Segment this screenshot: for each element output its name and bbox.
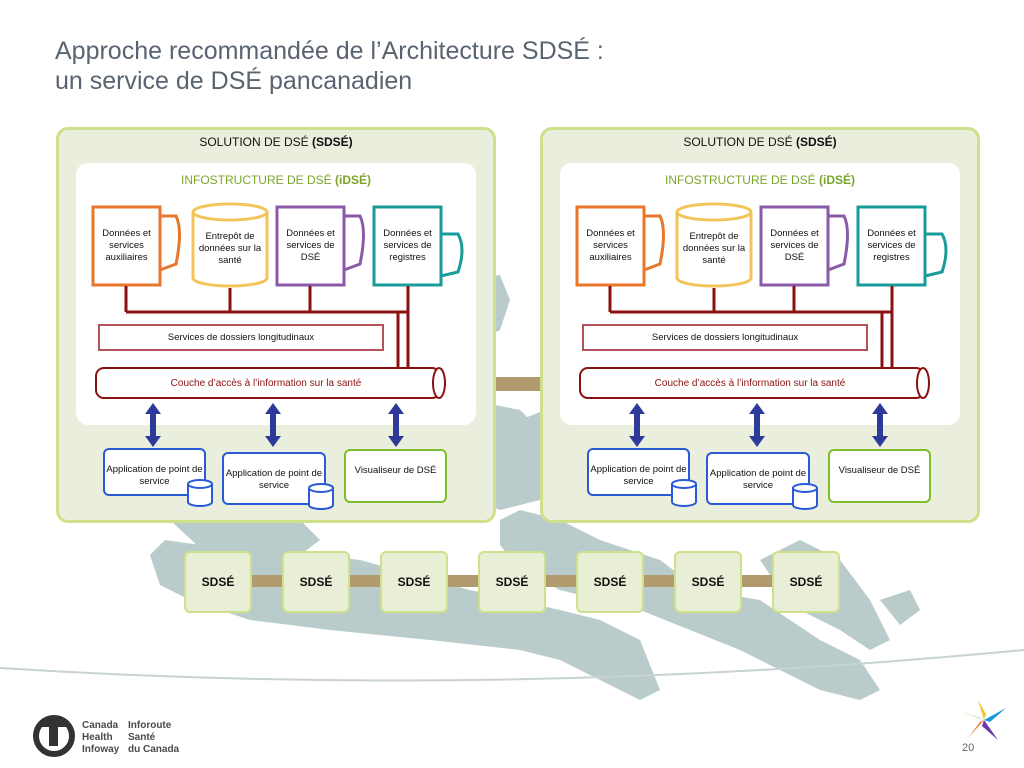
right-connectors bbox=[608, 286, 894, 368]
infra-title-prefix: INFOSTRUCTURE DE DSÉ bbox=[180, 173, 335, 187]
infoway-logo-icon bbox=[33, 715, 75, 757]
page-number: 20 bbox=[962, 742, 975, 754]
sdse-node: SDSÉ bbox=[674, 551, 742, 613]
page-title: Approche recommandée de l’Architecture S… bbox=[55, 36, 955, 96]
app-label: Application de point de service bbox=[106, 464, 203, 487]
logo-en-line: Canada bbox=[82, 720, 119, 731]
left-connectors bbox=[124, 286, 410, 368]
arrow-icon bbox=[265, 403, 281, 447]
arrow-icon bbox=[872, 403, 888, 447]
repo-dse-icon bbox=[759, 205, 849, 287]
logo-fr-line: Inforoute bbox=[128, 720, 172, 731]
logo-en-line: Infoway bbox=[82, 744, 120, 755]
panel-title-bold: (SDSÉ) bbox=[796, 135, 837, 149]
infra-title: INFOSTRUCTURE DE DSÉ (iDSÉ) bbox=[560, 173, 960, 187]
access-layer-tube bbox=[579, 367, 930, 399]
title-line-1: Approche recommandée de l’Architecture S… bbox=[55, 37, 604, 65]
app-point-of-service[interactable]: Application de point de service bbox=[706, 452, 810, 505]
repo-auxiliary-icon bbox=[575, 205, 665, 287]
repo-label: Données et services de DSÉ bbox=[770, 228, 819, 263]
ehr-viewer[interactable]: Visualiseur de DSÉ bbox=[344, 449, 447, 503]
access-layer-label: Couche d’accès à l’information sur la sa… bbox=[654, 377, 846, 389]
infra-title-prefix: INFOSTRUCTURE DE DSÉ bbox=[664, 173, 819, 187]
logo-fr-line: du Canada bbox=[128, 744, 180, 755]
left-arrows bbox=[145, 403, 404, 447]
repo-label: Données et services de registres bbox=[383, 228, 432, 263]
sdse-node: SDSÉ bbox=[184, 551, 252, 613]
title-line-2: un service de DSÉ pancanadien bbox=[55, 67, 413, 95]
app-label: Visualiseur de DSÉ bbox=[838, 465, 921, 476]
right-panel-graphics bbox=[575, 202, 948, 447]
ehr-viewer[interactable]: Visualiseur de DSÉ bbox=[828, 449, 931, 503]
repo-label: Entrepôt de données sur la santé bbox=[682, 231, 746, 266]
logo-fr-line: Santé bbox=[128, 732, 156, 743]
repo-label: Données et services auxiliaires bbox=[586, 228, 635, 263]
app-label: Application de point de service bbox=[590, 464, 687, 487]
app-point-of-service[interactable]: Application de point de service bbox=[587, 448, 690, 496]
sdse-node: SDSÉ bbox=[576, 551, 644, 613]
repo-registry-icon bbox=[856, 205, 948, 287]
repo-warehouse-icon bbox=[675, 202, 753, 288]
repo-label: Données et services de DSÉ bbox=[286, 228, 335, 263]
logo-text-fr: Inforoute Santé du Canada bbox=[128, 720, 179, 756]
app-point-of-service[interactable]: Application de point de service bbox=[222, 452, 326, 505]
repo-label: Données et services auxiliaires bbox=[102, 228, 151, 263]
app-label: Application de point de service bbox=[225, 468, 323, 491]
panel-title-prefix: SOLUTION DE DSÉ bbox=[199, 135, 312, 149]
longitudinal-services-bar: Services de dossiers longitudinaux bbox=[582, 324, 868, 351]
panel-title: SOLUTION DE DSÉ (SDSÉ) bbox=[543, 135, 977, 149]
logo-en-line: Health bbox=[82, 732, 113, 743]
arrow-icon bbox=[145, 403, 161, 447]
panel-title-bold: (SDSÉ) bbox=[312, 135, 353, 149]
sdse-node: SDSÉ bbox=[478, 551, 546, 613]
sdse-node: SDSÉ bbox=[380, 551, 448, 613]
star-logo-icon bbox=[962, 700, 1006, 740]
repo-label: Entrepôt de données sur la santé bbox=[198, 231, 262, 266]
infra-title: INFOSTRUCTURE DE DSÉ (iDSÉ) bbox=[76, 173, 476, 187]
panel-title: SOLUTION DE DSÉ (SDSÉ) bbox=[59, 135, 493, 149]
longitudinal-services-bar: Services de dossiers longitudinaux bbox=[98, 324, 384, 351]
infra-title-bold: (iDSÉ) bbox=[819, 173, 855, 187]
infra-title-bold: (iDSÉ) bbox=[335, 173, 371, 187]
repo-warehouse-icon bbox=[191, 202, 269, 288]
arrow-icon bbox=[629, 403, 645, 447]
left-panel-graphics bbox=[91, 202, 464, 510]
repo-auxiliary-icon bbox=[91, 205, 181, 287]
access-layer-label: Couche d’accès à l’information sur la sa… bbox=[170, 377, 362, 389]
panel-title-prefix: SOLUTION DE DSÉ bbox=[683, 135, 796, 149]
logo-text-en: Canada Health Infoway bbox=[82, 720, 119, 756]
footer-swoosh bbox=[0, 649, 1024, 682]
sdse-node: SDSÉ bbox=[772, 551, 840, 613]
arrow-icon bbox=[749, 403, 765, 447]
repo-dse-icon bbox=[275, 205, 365, 287]
repo-registry-icon bbox=[372, 205, 464, 287]
app-point-of-service[interactable]: Application de point de service bbox=[103, 448, 206, 496]
app-label: Visualiseur de DSÉ bbox=[354, 465, 437, 476]
sdse-node: SDSÉ bbox=[282, 551, 350, 613]
access-layer-tube bbox=[95, 367, 446, 399]
arrow-icon bbox=[388, 403, 404, 447]
repo-label: Données et services de registres bbox=[867, 228, 916, 263]
app-label: Application de point de service bbox=[709, 468, 807, 491]
right-arrows bbox=[629, 403, 888, 447]
